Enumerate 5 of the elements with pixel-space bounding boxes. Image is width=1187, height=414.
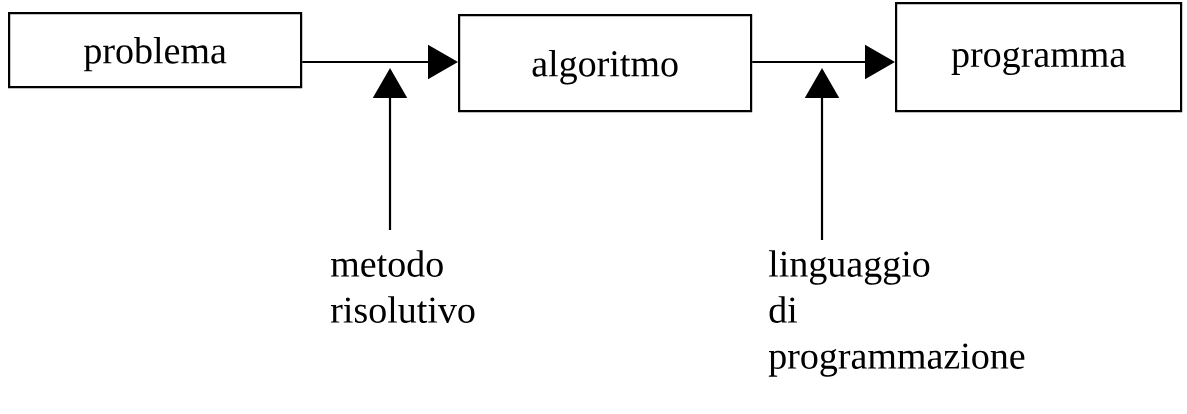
annotation-text: metodo risolutivo [331, 250, 475, 323]
process-box: programma [895, 2, 1183, 113]
process-box: algoritmo [458, 14, 753, 113]
process-box: problema [8, 12, 303, 89]
annotation-text: linguaggio di programmazione [768, 250, 1025, 377]
